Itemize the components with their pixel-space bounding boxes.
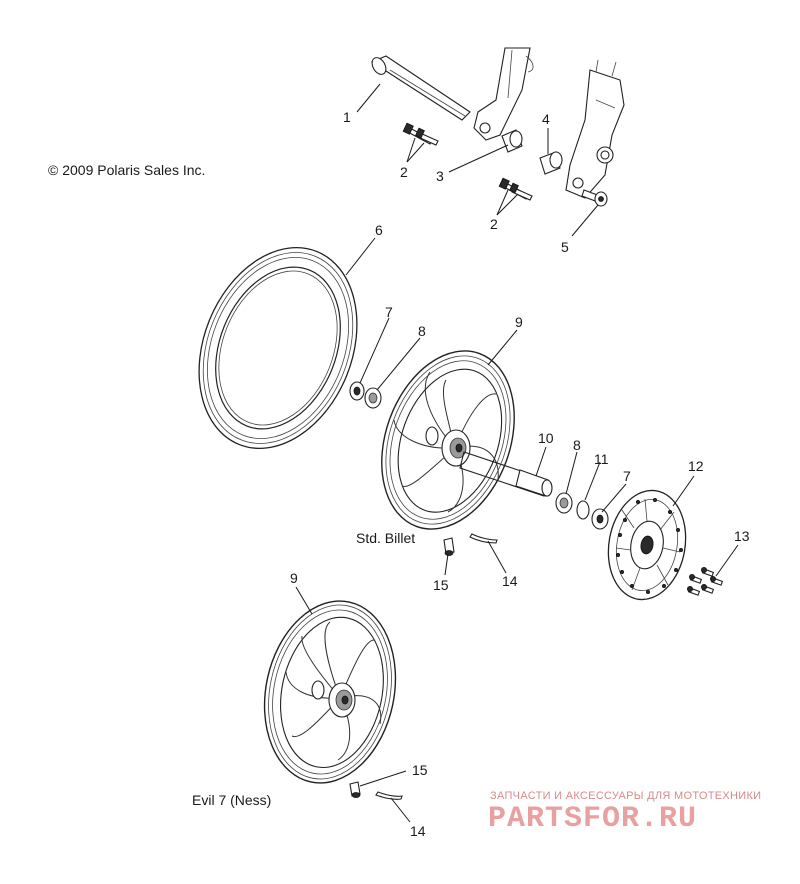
bearing-right	[555, 492, 573, 514]
wheel-std-billet	[381, 350, 515, 530]
callout-2-lower: 2	[490, 216, 498, 232]
copyright-text: © 2009 Polaris Sales Inc.	[48, 162, 205, 178]
callout-3: 3	[436, 168, 444, 184]
callout-15-upper: 15	[433, 577, 449, 593]
axle-spacer-4	[539, 151, 563, 175]
caption-evil7: Evil 7 (Ness)	[192, 792, 271, 808]
wheel-evil7	[263, 600, 397, 784]
callout-numbers: 1 2 2 3 4 5 6 7 8 9 10 8 11 7 12 13 15 1…	[290, 109, 750, 839]
fork-leg-right	[565, 59, 625, 199]
axle-bolt	[581, 189, 608, 207]
valve-stem-upper	[443, 537, 455, 556]
watermark-tagline: ЗАПЧАСТИ И АКСЕССУАРЫ ДЛЯ МОТОТЕХНИКИ	[490, 790, 762, 802]
balance-weight-lower	[375, 791, 403, 800]
callout-12: 12	[688, 458, 704, 474]
pinch-bolts-upper	[402, 122, 439, 146]
disc-bolts	[687, 567, 724, 596]
front-tire	[198, 247, 358, 449]
axle-spacer-3	[501, 129, 523, 153]
callout-8-right: 8	[573, 437, 581, 453]
callout-9-upper: 9	[515, 314, 523, 330]
caption-std-billet: Std. Billet	[356, 530, 415, 546]
callout-4: 4	[542, 111, 550, 127]
front-axle	[370, 55, 471, 121]
leader-lines	[295, 83, 739, 823]
seal-left	[349, 381, 365, 401]
callout-1: 1	[343, 109, 351, 125]
callout-7-left: 7	[385, 304, 393, 320]
callout-14-upper: 14	[502, 573, 518, 589]
callout-14-lower: 14	[410, 823, 426, 839]
seal-right	[591, 508, 609, 530]
hub-spacer-tube	[459, 451, 553, 497]
spacer-ring-11	[576, 500, 590, 520]
callout-13: 13	[734, 528, 750, 544]
valve-stem-lower	[349, 781, 361, 798]
callout-8-left: 8	[418, 323, 426, 339]
callout-15-lower: 15	[412, 762, 428, 778]
brake-disc	[607, 489, 687, 601]
callout-11: 11	[594, 451, 609, 467]
callout-10: 10	[538, 430, 554, 446]
fork-leg-left	[473, 47, 534, 141]
callout-9-lower: 9	[290, 570, 298, 586]
callout-2-upper: 2	[400, 164, 408, 180]
balance-weight-upper	[469, 533, 498, 544]
callout-7-right: 7	[623, 468, 631, 484]
callout-5: 5	[561, 239, 569, 255]
pinch-bolts-lower	[498, 177, 533, 201]
bearing-left	[364, 387, 382, 409]
watermark-logo: PARTSFOR.RU	[488, 802, 698, 836]
callout-6: 6	[375, 222, 383, 238]
